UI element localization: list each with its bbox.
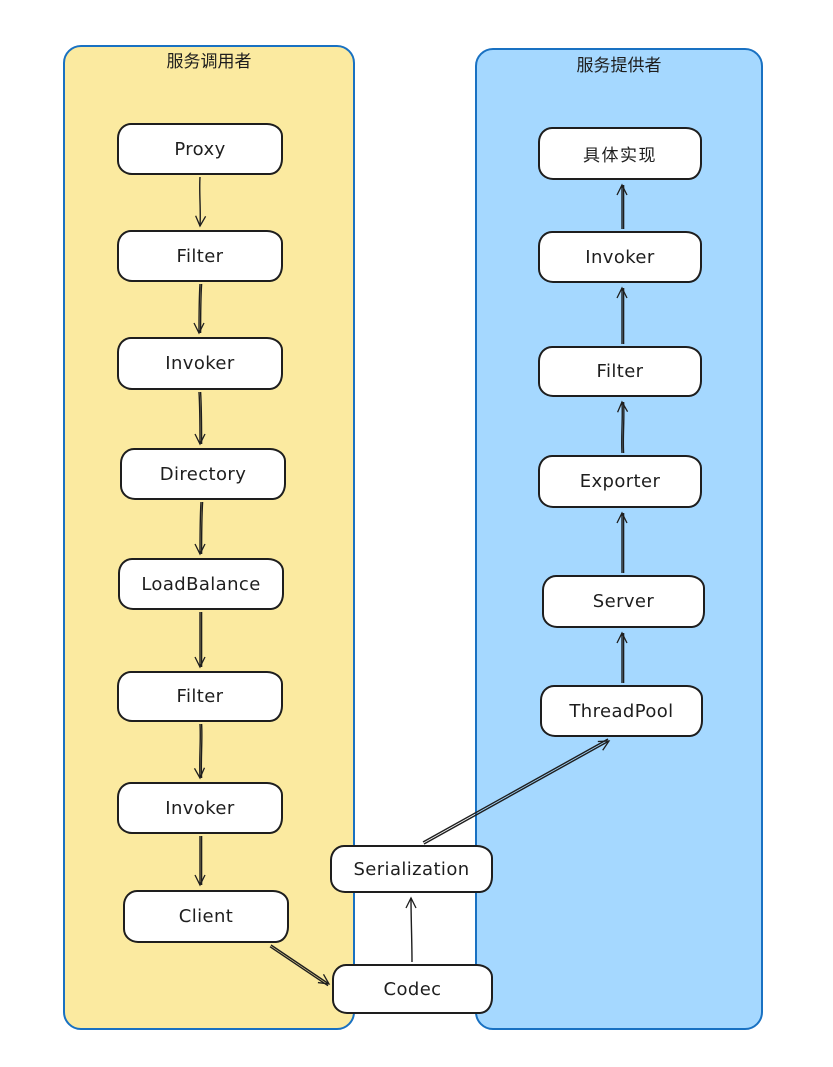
node-exporter-label: Exporter — [579, 471, 661, 492]
node-invoker-provider-label: Invoker — [585, 246, 655, 268]
node-server-label: Server — [592, 591, 655, 612]
provider-title: 服务提供者 — [576, 56, 662, 76]
consumer-container — [63, 45, 355, 1030]
node-filter-provider: Filter — [538, 346, 702, 397]
node-server: Server — [542, 575, 705, 628]
node-directory-label: Directory — [159, 463, 247, 485]
provider-container — [475, 48, 763, 1030]
node-filter-provider-label: Filter — [596, 361, 644, 382]
node-filter-consumer-1: Filter — [117, 230, 283, 282]
node-invoker-provider: Invoker — [538, 231, 702, 283]
node-proxy: Proxy — [117, 123, 283, 175]
arrow-codec-to-serialization — [405, 896, 417, 963]
node-serialization: Serialization — [330, 845, 493, 893]
node-implementation-label: 具体实现 — [583, 146, 657, 166]
node-loadbalance: LoadBalance — [118, 558, 284, 610]
node-filter-consumer-1-label: Filter — [176, 245, 224, 267]
node-threadpool: ThreadPool — [540, 685, 703, 737]
node-invoker-consumer-2: Invoker — [117, 782, 283, 834]
consumer-title: 服务调用者 — [166, 52, 252, 72]
node-filter-consumer-2-label: Filter — [176, 686, 224, 707]
node-filter-consumer-2: Filter — [117, 671, 283, 722]
node-proxy-label: Proxy — [174, 138, 226, 160]
node-invoker-consumer-1-label: Invoker — [165, 353, 235, 374]
node-implementation: 具体实现 — [538, 127, 702, 180]
node-exporter: Exporter — [538, 455, 702, 508]
node-threadpool-label: ThreadPool — [569, 700, 674, 722]
node-serialization-label: Serialization — [353, 858, 470, 880]
node-invoker-consumer-2-label: Invoker — [165, 797, 235, 819]
node-invoker-consumer-1: Invoker — [117, 337, 283, 390]
node-codec: Codec — [332, 964, 493, 1014]
node-client: Client — [123, 890, 289, 943]
node-loadbalance-label: LoadBalance — [141, 573, 261, 595]
node-directory: Directory — [120, 448, 286, 500]
node-client-label: Client — [178, 906, 234, 927]
node-codec-label: Codec — [383, 978, 442, 1000]
